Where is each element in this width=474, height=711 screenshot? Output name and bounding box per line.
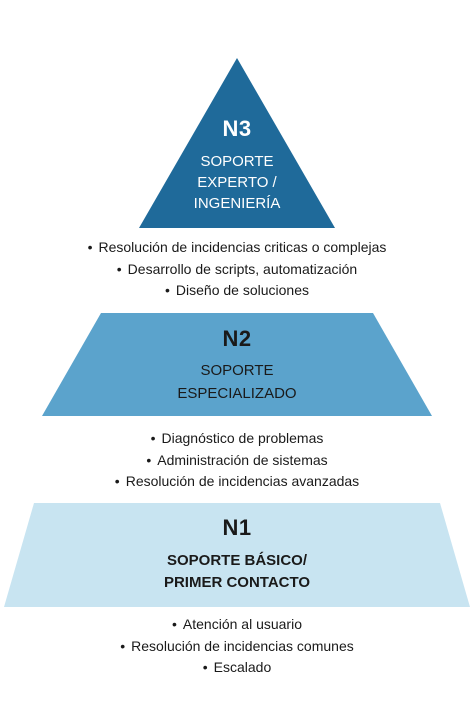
n2-bullet-list: Diagnóstico de problemas Administración …	[0, 428, 474, 493]
n3-title-line2: EXPERTO /	[197, 174, 277, 191]
n1-title-line2: PRIMER CONTACTO	[163, 574, 311, 591]
n2-tier-trapezoid	[42, 313, 432, 416]
n1-title-line1: SOPORTE BÁSICO/	[166, 552, 308, 569]
n3-title-line3: INGENIERÍA	[193, 195, 281, 212]
n3-code: N3	[222, 116, 252, 141]
n3-bullet-item: Diseño de soluciones	[0, 280, 474, 302]
n2-bullet-item: Administración de sistemas	[0, 450, 474, 472]
n3-bullet-list: Resolución de incidencias criticas o com…	[0, 237, 474, 302]
n3-title-line1: SOPORTE	[200, 153, 274, 170]
n3-bullet-item: Desarrollo de scripts, automatización	[0, 259, 474, 281]
n2-title-line2: ESPECIALIZADO	[177, 385, 297, 402]
n1-bullet-list: Atención al usuario Resolución de incide…	[0, 614, 474, 679]
n2-code: N2	[222, 326, 252, 351]
n1-tier-trapezoid	[4, 503, 470, 607]
n1-bullet-item: Escalado	[0, 657, 474, 679]
n2-bullet-item: Resolución de incidencias avanzadas	[0, 471, 474, 493]
n1-bullet-item: Atención al usuario	[0, 614, 474, 636]
n3-bullet-item: Resolución de incidencias criticas o com…	[0, 237, 474, 259]
n2-bullet-item: Diagnóstico de problemas	[0, 428, 474, 450]
n3-tier-triangle	[139, 58, 335, 228]
n1-code: N1	[222, 515, 252, 540]
n2-title-line1: SOPORTE	[200, 362, 274, 379]
n1-bullet-item: Resolución de incidencias comunes	[0, 636, 474, 658]
